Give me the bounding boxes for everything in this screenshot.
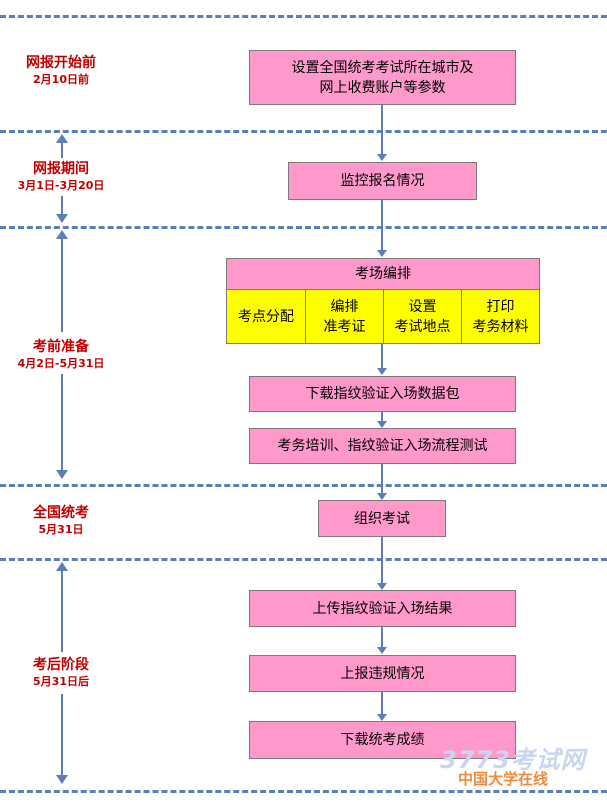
phase-title: 考后阶段 [33,657,89,673]
flow-arrowhead [377,368,387,375]
flow-arrowhead [377,154,387,161]
flow-connector [381,537,383,583]
phase-divider [0,226,607,229]
flow-connector [381,464,383,493]
timeline-line [61,568,63,652]
flow-arrowhead [377,583,387,590]
flow-connector [381,412,383,422]
box-text: 考点分配 [238,308,294,325]
download-package-box: 下载指纹验证入场数据包 [249,376,516,412]
box-text-line: 设置 [408,298,437,315]
phase-divider [0,130,607,133]
box-text: 考务培训、指纹验证入场流程测试 [277,438,488,454]
phase-title: 考前准备 [33,339,89,355]
timeline-arrow-up [56,562,68,571]
box-text: 下载统考成绩 [340,732,425,748]
box-text-line: 打印 [486,298,515,315]
phase-date: 4月2日-5月31日 [17,357,105,370]
box-text: 考场编排 [355,266,411,282]
arrange-title-box: 考场编排 [226,258,540,290]
box-text: 下载指纹验证入场数据包 [305,386,460,402]
phase-2-label: 网报期间 3月1日-3月20日 [0,160,122,193]
box-text: 组织考试 [354,510,410,527]
monitor-box: 监控报名情况 [288,162,477,200]
box-text: 监控报名情况 [340,173,425,189]
setup-params-box: 设置全国统考考试所在城市及 网上收费账户等参数 [249,50,516,105]
phase-3-label: 考前准备 4月2日-5月31日 [0,338,122,371]
timeline-arrow-down [56,775,68,784]
flow-arrowhead [377,250,387,257]
phase-divider [0,15,607,18]
timeline-line [61,374,63,474]
phase-date: 5月31日后 [33,675,89,688]
arrange-sub-box: 编排 准考证 [305,289,384,344]
flow-arrowhead [377,493,387,500]
box-text-line: 网上收费账户等参数 [319,79,446,96]
phase-date: 2月10日前 [33,73,89,86]
arrange-sub-box: 打印 考务材料 [461,289,540,344]
flow-connector [381,692,383,714]
phase-5-label: 考后阶段 5月31日后 [0,656,122,689]
timeline-arrow-up [56,134,68,143]
upload-results-box: 上传指纹验证入场结果 [249,590,516,627]
box-text-line: 准考证 [323,318,366,335]
flow-connector [381,200,383,250]
flow-connector [381,344,383,368]
box-text-line: 考试地点 [394,318,451,335]
arrange-sub-box: 设置 考试地点 [383,289,462,344]
box-text-line: 设置全国统考考试所在城市及 [291,59,474,76]
flow-arrowhead [377,647,387,654]
phase-divider [0,790,607,793]
flow-connector [381,627,383,647]
flow-arrowhead [377,714,387,721]
phase-1-label: 网报开始前 2月10日前 [0,54,122,87]
phase-title: 网报开始前 [26,55,96,71]
watermark-subtext: 中国大学在线 [458,770,549,788]
organize-exam-box: 组织考试 [318,500,446,537]
training-box: 考务培训、指纹验证入场流程测试 [249,428,516,464]
watermark-text: 3773考试网 [440,746,586,774]
box-text: 上报违规情况 [340,665,425,682]
timeline-line [61,236,63,332]
box-text-line: 考务材料 [472,318,529,335]
box-text: 上传指纹验证入场结果 [312,600,453,617]
timeline-line [61,140,63,158]
phase-divider [0,484,607,487]
phase-title: 全国统考 [33,505,89,521]
phase-date: 3月1日-3月20日 [17,179,105,192]
timeline-line [61,196,63,220]
download-scores-box: 下载统考成绩 [249,721,516,759]
phase-title: 网报期间 [33,161,89,177]
report-violations-box: 上报违规情况 [249,655,516,692]
phase-divider [0,558,607,561]
box-text-line: 编排 [330,298,359,315]
phase-date: 5月31日 [38,523,84,536]
arrange-sub-box: 考点分配 [226,289,306,344]
flow-connector [381,105,383,155]
flow-arrowhead [377,421,387,428]
timeline-arrow-up [56,230,68,239]
phase-4-label: 全国统考 5月31日 [0,504,122,537]
timeline-line [61,694,63,778]
timeline-arrow-down [56,214,68,223]
timeline-arrow-down [56,470,68,479]
